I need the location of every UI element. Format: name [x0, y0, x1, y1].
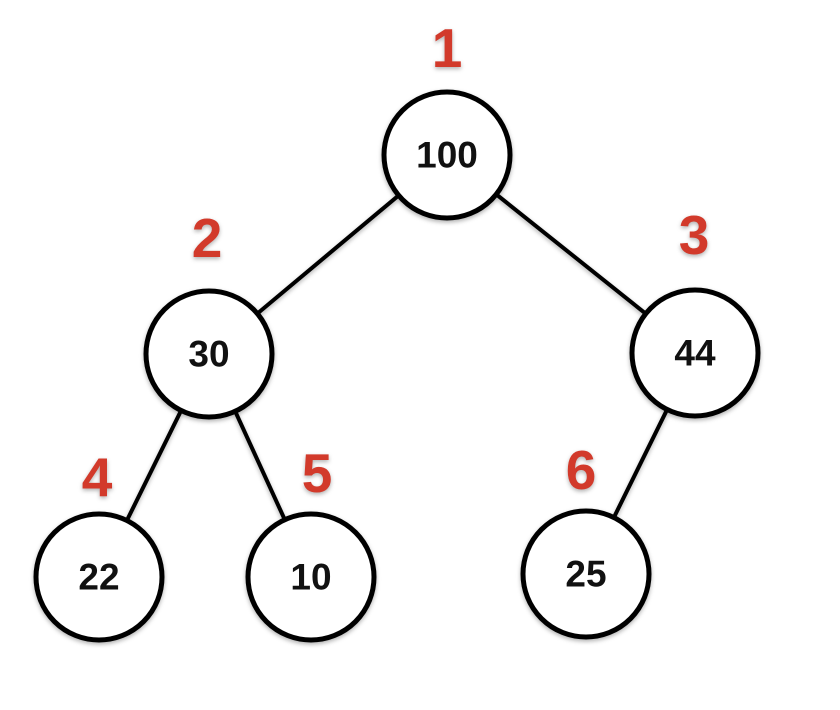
tree-node-value-100: 100: [416, 135, 478, 176]
tree-node-value-44: 44: [674, 333, 716, 374]
traversal-order-label-1: 1: [432, 17, 463, 79]
tree-node-circle-100: [381, 89, 513, 221]
traversal-order-label-3: 3: [679, 204, 710, 266]
traversal-order-label-5: 5: [302, 442, 333, 504]
traversal-order-label-6: 6: [566, 439, 597, 501]
tree-node-circle-25: [520, 508, 652, 640]
traversal-order-label-2: 2: [192, 207, 223, 269]
tree-node-circle-22: [33, 511, 165, 643]
tree-node-value-22: 22: [78, 557, 119, 598]
tree-node-circle-10: [245, 511, 377, 643]
traversal-order-label-4: 4: [82, 446, 113, 508]
tree-group: 100 1 30 2 44 3 22 4 10 5 25 6: [33, 17, 761, 643]
tree-node-value-10: 10: [290, 557, 331, 598]
tree-node-circle-30: [143, 288, 275, 420]
tree-node-value-25: 25: [565, 554, 606, 595]
tree-node-value-30: 30: [188, 334, 229, 375]
tree-node-circle-44: [629, 287, 761, 419]
